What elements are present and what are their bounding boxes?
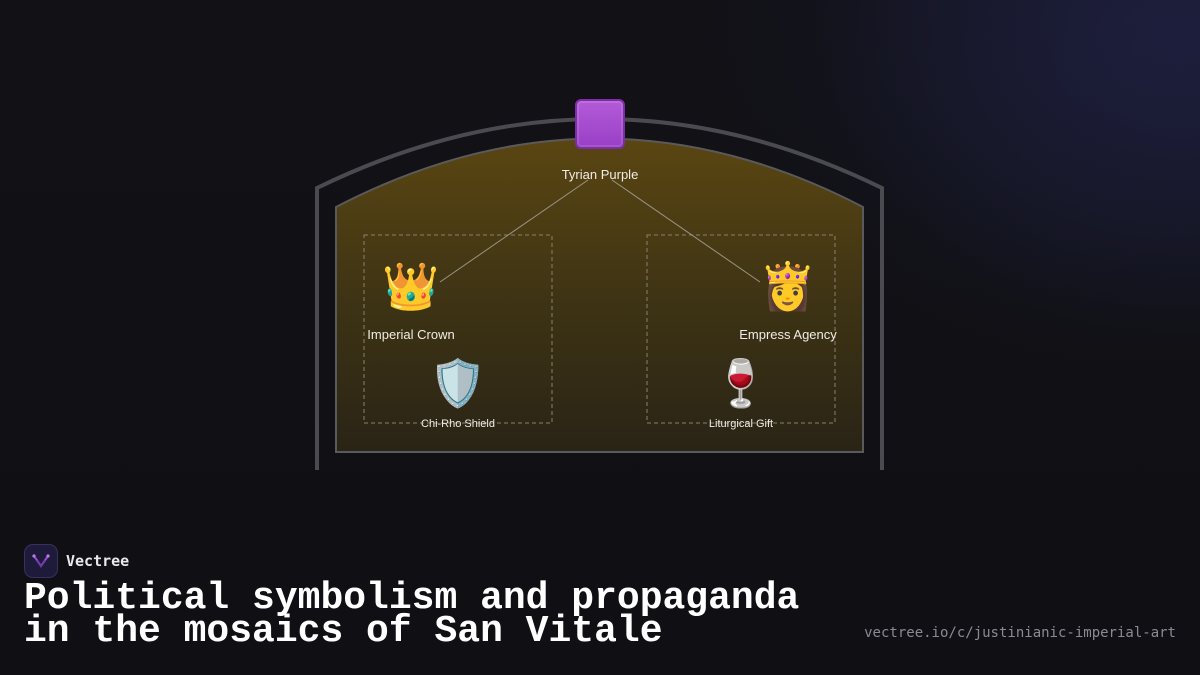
connector-root-left [439,179,589,283]
node-label-left-child: Chi-Rho Shield [421,418,495,430]
crown-icon: 👑 [382,259,440,313]
vectree-logo-icon [24,544,58,578]
source-url[interactable]: vectree.io/c/justinianic-imperial-art [864,625,1176,641]
left-group-box [363,234,553,424]
wine-glass-icon: 🍷 [712,356,770,410]
purple-square-icon [570,96,630,152]
node-label-root: Tyrian Purple [561,167,639,182]
node-label-left: Imperial Crown [367,327,455,342]
brand-name: Vectree [66,552,130,570]
princess-icon: 👸 [759,259,817,313]
page-title: Political symbolism and propaganda in th… [24,577,800,653]
connector-root-right [611,179,761,283]
right-group-box [646,234,836,424]
node-label-right: Empress Agency [739,327,837,342]
shield-icon: 🛡️ [429,356,487,410]
brand[interactable]: Vectree [24,544,129,578]
node-label-right-child: Liturgical Gift [708,418,774,430]
